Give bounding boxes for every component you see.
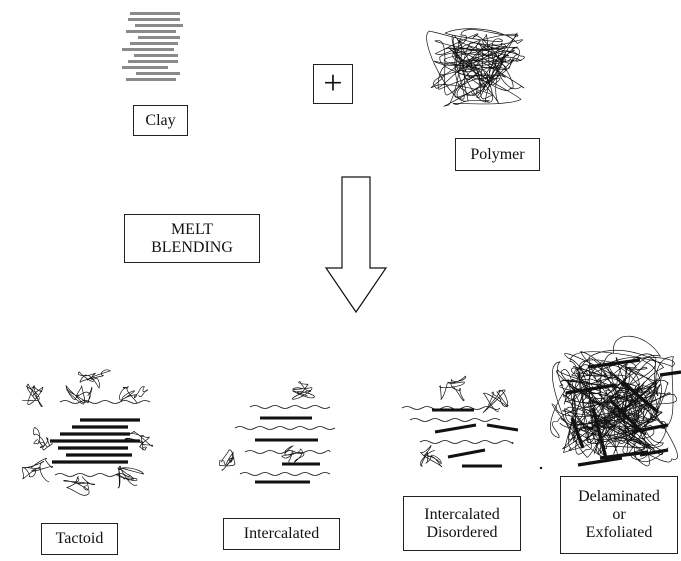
clay-platelet	[135, 24, 183, 27]
polymer-chain	[63, 476, 96, 496]
tactoid-illustration	[21, 369, 154, 496]
melt-blending-label: MELT BLENDING	[124, 214, 260, 263]
clay-platelet	[620, 380, 660, 414]
clay-platelet	[608, 398, 642, 432]
clay-platelet	[447, 448, 486, 459]
disordered-label-line1: Intercalated	[424, 505, 500, 523]
clay-stack-icon	[122, 12, 183, 81]
polymer-coil-icon	[426, 28, 525, 107]
clay-platelet	[486, 423, 519, 432]
polymer-chain	[219, 449, 236, 471]
clay-label-text: Clay	[145, 111, 176, 129]
exfoliated-illustration	[550, 335, 681, 467]
polymer-chain	[439, 375, 467, 402]
polymer-chain	[21, 458, 53, 483]
polymer-chain	[244, 450, 331, 454]
polymer-chain	[65, 385, 93, 405]
dot-mark	[539, 466, 543, 470]
intercalated-label-text: Intercalated	[243, 525, 320, 543]
clay-platelet	[130, 12, 180, 15]
polymer-label-text: Polymer	[470, 145, 525, 163]
polymer-chain	[249, 405, 331, 409]
exfoliated-label: Delaminated or Exfoliated	[560, 476, 678, 554]
clay-platelet	[126, 30, 176, 33]
clay-platelet	[136, 72, 180, 75]
clay-platelet	[122, 48, 174, 51]
polymer-chain	[239, 472, 331, 476]
exfoliated-label-line3: Exfoliated	[585, 523, 653, 541]
polymer-chain	[419, 440, 514, 444]
polymer-chain	[77, 369, 111, 389]
clay-platelet	[577, 456, 623, 467]
down-arrow-icon	[324, 176, 388, 314]
intercalated-illustration	[219, 381, 336, 484]
polymer-label: Polymer	[455, 138, 540, 171]
exfoliated-label-line2: or	[612, 506, 626, 524]
melt-label-line1: MELT	[170, 220, 214, 238]
intercalated-disordered-illustration	[401, 375, 543, 470]
polymer-chain	[116, 466, 144, 489]
polymer-chain	[550, 335, 678, 467]
exfoliated-label-line1: Delaminated	[578, 488, 660, 506]
polymer-chain	[22, 383, 44, 407]
disordered-label-line2: Disordered	[426, 523, 498, 541]
melt-label-line2: BLENDING	[151, 238, 233, 256]
polymer-chain	[401, 406, 501, 410]
clay-platelet	[434, 423, 477, 434]
polymer-chain	[54, 473, 131, 477]
tactoid-label: Tactoid	[41, 523, 118, 555]
clay-platelet	[134, 54, 178, 57]
clay-platelet	[639, 448, 669, 457]
clay-platelet	[128, 60, 178, 63]
clay-platelet	[130, 42, 178, 45]
intercalated-disordered-label: Intercalated Disordered	[403, 496, 521, 551]
clay-platelet	[587, 358, 641, 369]
polymer-chain	[291, 381, 315, 400]
clay-platelet	[122, 66, 168, 69]
polymer-chain	[482, 389, 509, 414]
clay-platelet	[631, 423, 669, 434]
polymer-chain	[420, 444, 442, 468]
plus-sign-text: +	[323, 65, 343, 102]
clay-platelet	[126, 78, 176, 81]
polymer-chain	[409, 418, 501, 422]
clay-platelet	[570, 417, 585, 449]
polymer-chain	[234, 426, 336, 430]
clay-platelet	[659, 370, 681, 377]
clay-platelet	[599, 450, 649, 460]
clay-platelet	[591, 407, 609, 463]
clay-platelet	[138, 36, 180, 39]
plus-sign: +	[313, 64, 353, 104]
clay-label: Clay	[133, 105, 188, 136]
tactoid-label-text: Tactoid	[55, 530, 104, 548]
clay-platelet	[565, 383, 617, 395]
polymer-chain	[33, 427, 53, 451]
intercalated-label: Intercalated	[223, 518, 340, 550]
polymer-chain	[119, 386, 149, 404]
polymer-chain	[556, 362, 663, 456]
clay-platelet	[128, 18, 180, 21]
polymer-chain	[281, 445, 305, 466]
polymer-chain	[59, 400, 151, 404]
